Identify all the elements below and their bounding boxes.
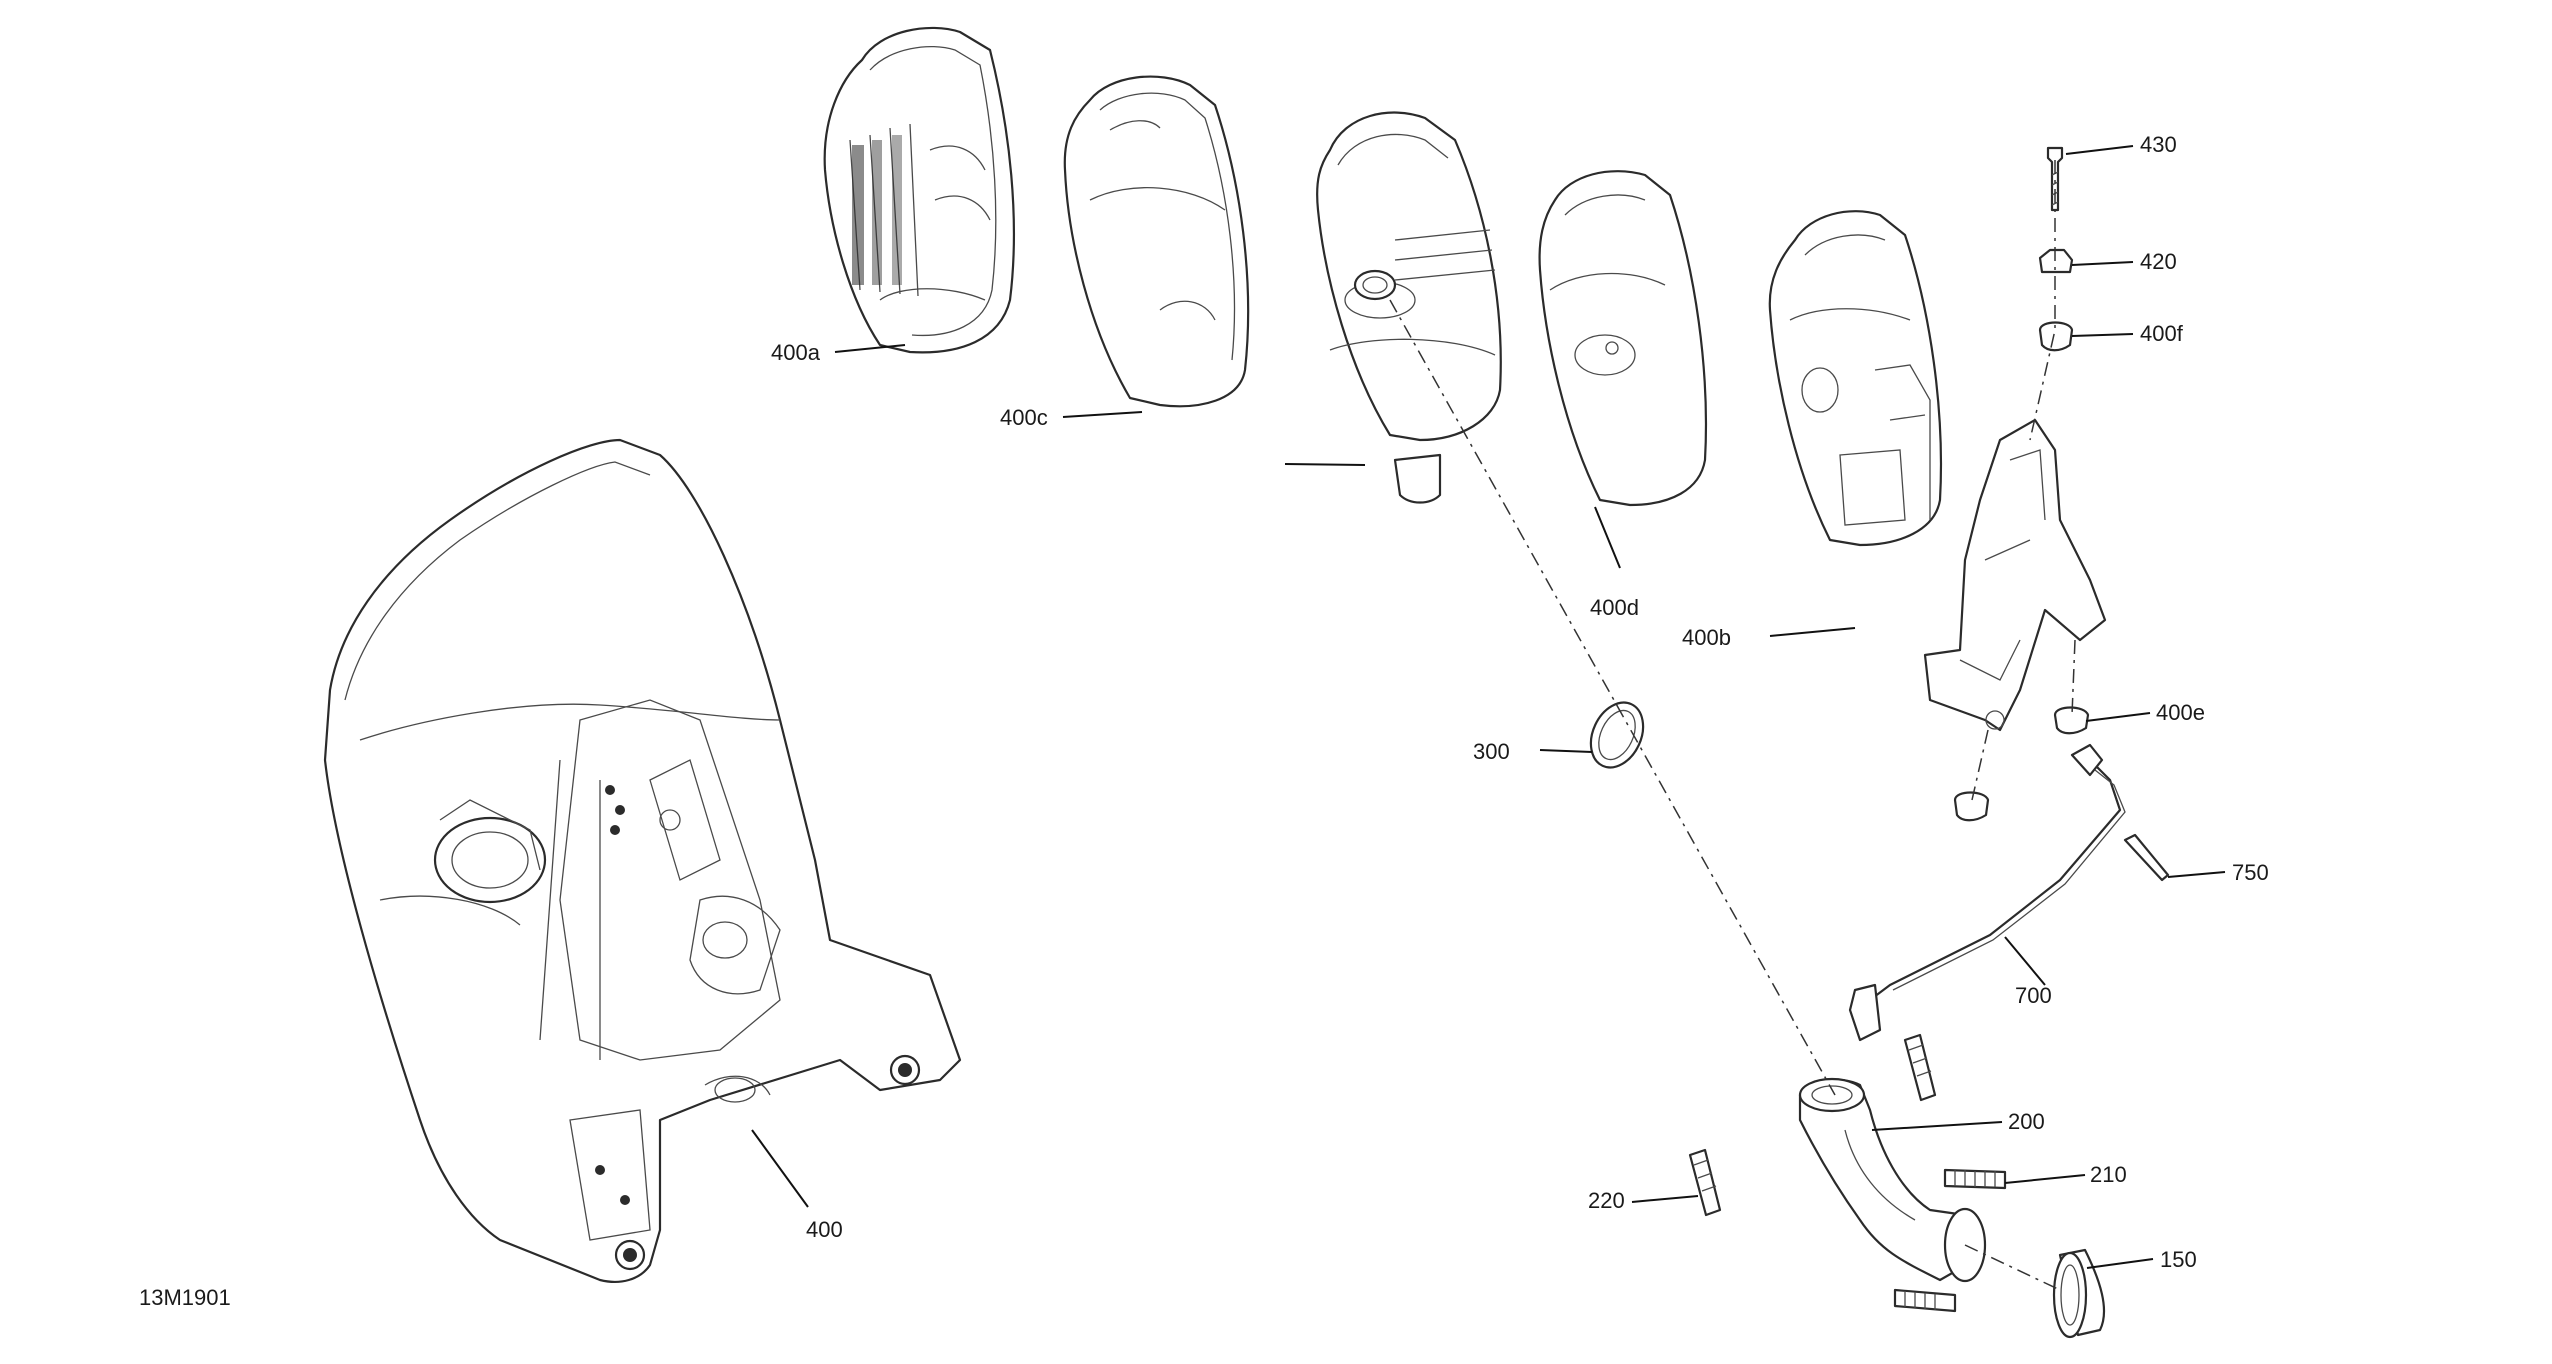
part-400-muffler-assembly [323, 438, 962, 1283]
part-400e-rubber-mount [2053, 706, 2090, 735]
callout-400c: 400c [1000, 405, 1048, 430]
callout-400f: 400f [2140, 321, 2184, 346]
part-210-spring-lower [1893, 1288, 1957, 1313]
leader-lines [751, 145, 2226, 1269]
callout-200: 200 [2008, 1109, 2045, 1134]
callout-430: 430 [2140, 132, 2177, 157]
callout-400d: 400d [1590, 595, 1639, 620]
part-220-spring-upper [1903, 1033, 1937, 1102]
callout-labels: 430 420 400f 400a 400c 400d 400b 400e 30… [771, 132, 2269, 1272]
part-220-spring [1688, 1148, 1722, 1217]
part-400c-inner-shell [1063, 75, 1250, 408]
callout-420: 420 [2140, 249, 2177, 274]
part-400a-heat-shield [823, 26, 1016, 354]
part-400e-rubber-mount-lower [1953, 791, 1990, 822]
part-400b-front-shell [1768, 210, 1943, 547]
callout-700: 700 [2015, 983, 2052, 1008]
callout-400: 400 [806, 1217, 843, 1242]
part-silencer-body [1316, 111, 1502, 504]
callout-400e: 400e [2156, 700, 2205, 725]
part-300-gasket [1589, 701, 1645, 769]
part-210-spring-upper [1943, 1168, 2007, 1190]
assembly-axis-lines [1389, 160, 2076, 1291]
callout-300: 300 [1473, 739, 1510, 764]
callout-150: 150 [2160, 1247, 2197, 1272]
callout-400a: 400a [771, 340, 821, 365]
part-mounting-bracket [1923, 418, 2107, 732]
part-750-pin [2123, 833, 2170, 882]
callout-210: 210 [2090, 1162, 2127, 1187]
callout-400b: 400b [1682, 625, 1731, 650]
part-400f-grommet [2038, 321, 2074, 352]
part-400d-outer-cover [1538, 170, 1708, 507]
part-420-nut [2038, 248, 2074, 274]
callout-220: 220 [1588, 1188, 1625, 1213]
part-150-end-cap [2052, 1248, 2106, 1339]
drawing-id: 13M1901 [139, 1285, 231, 1310]
callout-750: 750 [2232, 860, 2269, 885]
part-700-sensor-line [1848, 743, 2126, 1042]
